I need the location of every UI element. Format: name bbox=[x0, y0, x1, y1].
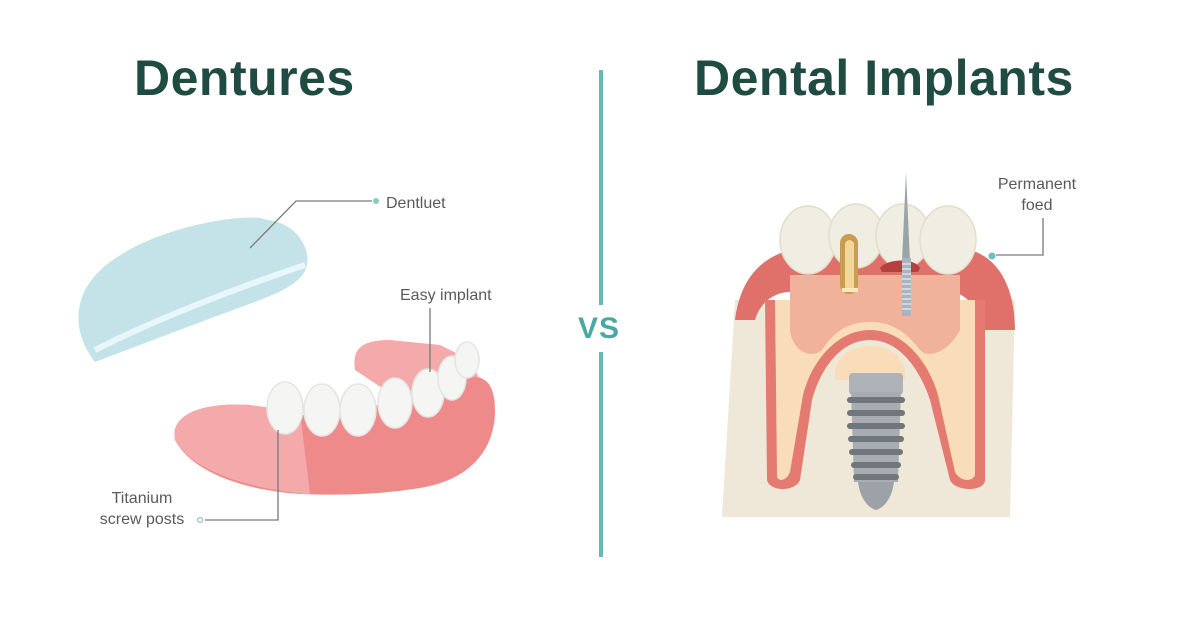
callout-lines-left bbox=[205, 200, 431, 521]
dentures-title: Dentures bbox=[134, 50, 355, 106]
vs-label: VS bbox=[578, 312, 621, 345]
callout-dot-icon bbox=[988, 252, 996, 260]
callout-dot-icon bbox=[196, 516, 204, 524]
callout-dot-icon bbox=[373, 198, 379, 204]
callout-titanium-line2: screw posts bbox=[99, 511, 185, 528]
callout-permanent-line2: foed bbox=[1021, 197, 1053, 214]
lower-denture-icon bbox=[174, 340, 496, 495]
callout-titanium-line1: Titanium bbox=[111, 490, 173, 507]
implant-screw-icon bbox=[847, 373, 905, 510]
callout-easy-implant: Easy implant bbox=[400, 287, 492, 304]
divider-line-top bbox=[599, 70, 603, 305]
divider-line-bottom bbox=[599, 352, 603, 557]
dentures-illustration bbox=[78, 198, 496, 524]
denture-plate-icon bbox=[78, 217, 308, 362]
screw-pin-icon bbox=[902, 172, 911, 316]
dental-implants-title: Dental Implants bbox=[694, 50, 1074, 106]
gold-post-icon bbox=[840, 234, 858, 294]
callout-dentluet: Dentluet bbox=[386, 195, 446, 212]
callout-permanent: Permanent foed bbox=[990, 174, 1084, 216]
callout-line-right bbox=[996, 218, 1044, 256]
callout-permanent-line1: Permanent bbox=[997, 176, 1077, 193]
callout-titanium-screw-posts: Titanium screw posts bbox=[90, 488, 194, 530]
